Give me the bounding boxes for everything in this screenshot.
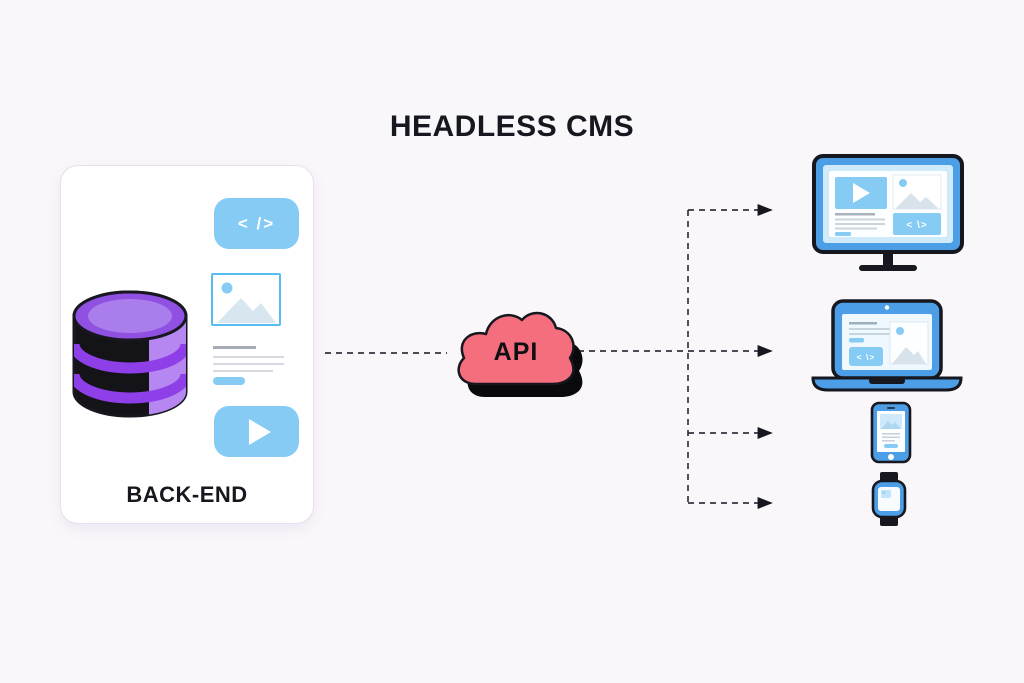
code-glyph: < \> — [857, 352, 876, 362]
image-mountains — [881, 421, 901, 429]
api-label: API — [494, 338, 539, 366]
code-glyph: < \> — [906, 220, 927, 231]
laptop-code-block — [849, 347, 883, 366]
text-line-heading — [213, 346, 256, 349]
database-ring — [74, 343, 186, 374]
monitor-stand — [883, 252, 893, 266]
text-line — [882, 436, 900, 439]
image-mountains — [217, 298, 276, 323]
image-sun-dot — [899, 179, 907, 187]
monitor-code-block — [893, 213, 941, 235]
image-sun-dot — [882, 491, 886, 494]
code-block-icon: < /> — [214, 198, 299, 249]
text-line-heading — [835, 213, 875, 216]
image-mountains — [895, 193, 939, 209]
text-line-heading — [849, 322, 877, 325]
play-triangle-icon — [248, 418, 271, 445]
code-glyph: < /> — [237, 213, 276, 233]
text-line — [882, 440, 895, 442]
text-button-pill — [835, 232, 851, 236]
image-mountains — [892, 347, 926, 364]
text-line — [835, 227, 877, 230]
image-glyph — [217, 282, 276, 323]
image-sun-dot — [221, 282, 233, 294]
text-line — [849, 333, 891, 335]
backend-card: < /> BACK-END — [60, 165, 314, 524]
text-line — [882, 433, 900, 435]
database-ring — [74, 373, 186, 404]
text-button-pill — [213, 377, 245, 385]
phone-home-button — [888, 454, 894, 460]
cloud-icon — [457, 311, 575, 386]
database-top-inner — [88, 299, 172, 333]
text-line — [835, 223, 885, 225]
backend-label: BACK-END — [126, 482, 248, 507]
text-line — [213, 363, 284, 365]
video-play-icon — [214, 406, 299, 457]
laptop-notch — [869, 378, 905, 384]
text-lines — [213, 346, 285, 385]
laptop-camera-dot — [884, 305, 890, 310]
text-line — [213, 356, 284, 358]
text-line — [849, 328, 891, 330]
database-icon — [72, 290, 188, 418]
connector-lines — [325, 204, 773, 509]
image-sun-dot — [896, 327, 904, 335]
smartphone-icon — [870, 401, 912, 464]
page-title: HEADLESS CMS — [389, 110, 635, 143]
laptop-icon: < \> — [811, 299, 963, 392]
image-placeholder-icon — [211, 273, 281, 326]
api-cloud: API — [457, 311, 583, 397]
text-button-pill — [849, 338, 864, 343]
text-line — [213, 370, 273, 372]
desktop-monitor-icon: < \> — [812, 154, 964, 271]
smartwatch-icon — [871, 472, 907, 526]
text-line — [835, 218, 885, 221]
monitor-base — [859, 265, 917, 271]
watch-image-block — [881, 490, 891, 498]
play-triangle-icon — [853, 183, 870, 203]
text-button-pill — [884, 444, 898, 448]
phone-speaker — [887, 407, 895, 409]
